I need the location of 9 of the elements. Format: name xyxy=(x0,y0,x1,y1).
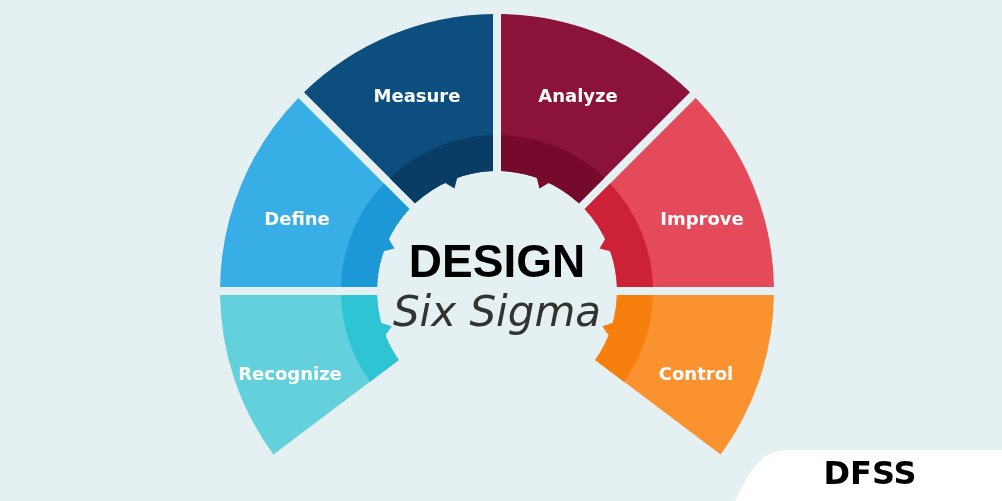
segment-label: Define xyxy=(264,207,330,229)
segment-label: Measure xyxy=(373,84,461,106)
segment-label: Analyze xyxy=(538,84,618,106)
acronym-text: DFSS xyxy=(823,454,917,492)
heading-text: DESIGN xyxy=(408,234,586,288)
subheading-text: Six Sigma xyxy=(392,286,602,336)
segment-label: Control xyxy=(658,362,734,384)
segment-label: Recognize xyxy=(238,362,342,384)
segment-label: Improve xyxy=(660,207,744,229)
